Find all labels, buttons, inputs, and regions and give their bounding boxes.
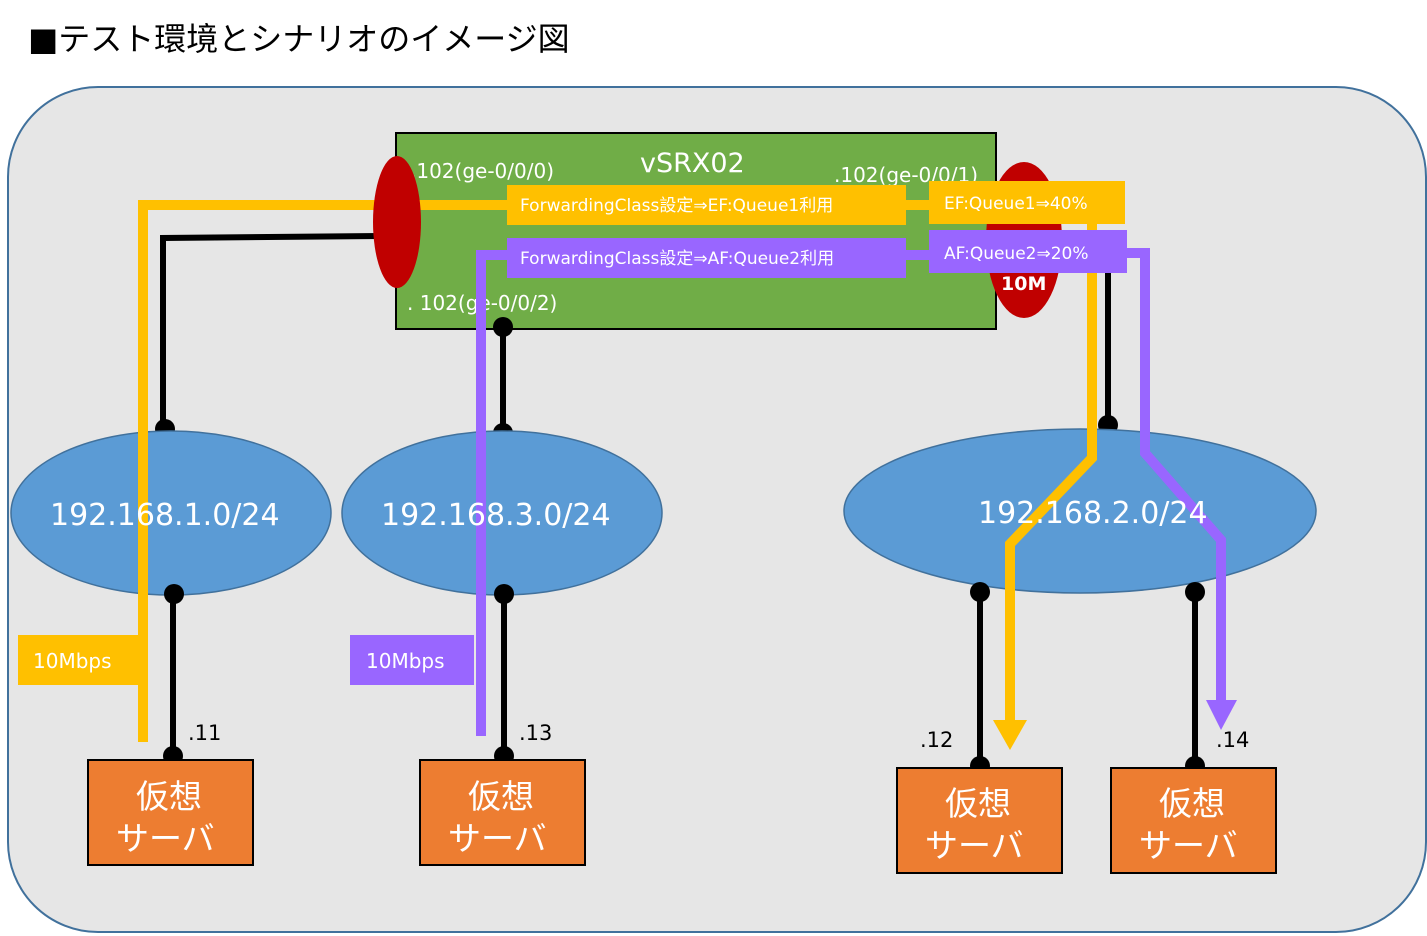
page-title: ■テスト環境とシナリオのイメージ図 — [28, 20, 570, 58]
network-label: 192.168.2.0/24 — [978, 496, 1208, 531]
ef-classifier-box — [507, 185, 906, 225]
link-endpoint — [970, 582, 990, 602]
host-address: .13 — [519, 721, 552, 745]
link-router-net1 — [160, 233, 381, 430]
server-label-line1: 仮想 — [136, 777, 202, 816]
virtual-server-14: 仮想 サーバ — [1110, 767, 1277, 874]
ef-classifier-label: ForwardingClass設定⇒EF:Queue1利用 — [520, 196, 833, 216]
server-label-line2: サーバ — [1139, 826, 1238, 865]
af-flow-path-egress — [1100, 248, 1226, 702]
virtual-server-11: 仮想 サーバ — [87, 759, 254, 866]
server-label-line1: 仮想 — [945, 784, 1011, 823]
host-address: .11 — [188, 721, 221, 745]
interface-ge-0-0-0 — [373, 156, 421, 288]
host-address: .12 — [920, 728, 953, 752]
environment-panel — [7, 86, 1427, 933]
server-label-line2: サーバ — [925, 826, 1024, 865]
server-label-line2: サーバ — [448, 819, 547, 858]
virtual-server-12: 仮想 サーバ — [896, 767, 1063, 874]
af-rate-tag — [350, 635, 474, 685]
server-label-line1: 仮想 — [1159, 784, 1225, 823]
af-queue-box — [929, 230, 1127, 273]
network-192-168-2-0 — [843, 428, 1317, 594]
af-queue-label: AF:Queue2⇒20% — [944, 244, 1089, 264]
server-box — [419, 759, 586, 866]
ef-flow-path-egress — [1005, 210, 1097, 722]
server-box — [896, 767, 1063, 874]
ef-queue-box — [929, 181, 1125, 224]
ef-rate-label: 10Mbps — [33, 649, 112, 673]
af-classifier-box — [507, 238, 906, 278]
af-rate-label: 10Mbps — [366, 649, 445, 673]
virtual-server-13: 仮想 サーバ — [419, 759, 586, 866]
link-endpoint — [164, 584, 184, 604]
server-label-line2: サーバ — [116, 819, 215, 858]
shaping-rate-label: 10M — [1001, 273, 1046, 295]
host-address: .14 — [1216, 728, 1249, 752]
server-box — [1110, 767, 1277, 874]
server-label-line1: 仮想 — [468, 777, 534, 816]
ef-queue-label: EF:Queue1⇒40% — [944, 194, 1088, 214]
ef-arrowhead-icon — [993, 720, 1027, 750]
router-name: vSRX02 — [640, 148, 745, 179]
link-endpoint — [493, 317, 513, 337]
af-arrowhead-icon — [1206, 700, 1237, 730]
af-classifier-label: ForwardingClass設定⇒AF:Queue2利用 — [520, 249, 834, 269]
network-label: 192.168.1.0/24 — [50, 498, 280, 533]
link-endpoint — [494, 584, 514, 604]
server-box — [87, 759, 254, 866]
link-endpoint — [1185, 582, 1205, 602]
interface-ge-0-0-0-label: .102(ge-0/0/0) — [410, 159, 554, 183]
router-vsrx02 — [395, 132, 997, 330]
ef-rate-tag — [18, 635, 142, 685]
network-label: 192.168.3.0/24 — [381, 498, 611, 533]
